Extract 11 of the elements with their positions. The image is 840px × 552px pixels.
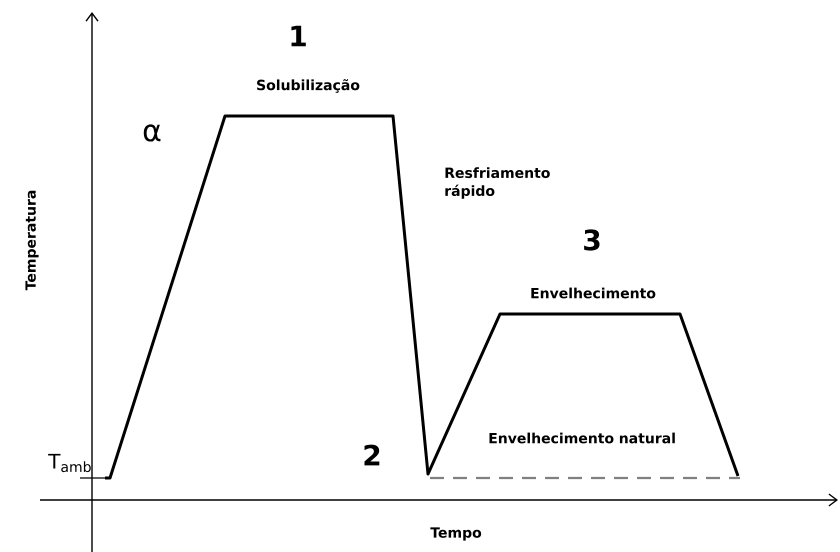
step-number: 1 bbox=[291, 26, 306, 46]
axis-title: Temperatura bbox=[25, 190, 39, 290]
temperature-label: T$_{amb}$ bbox=[48, 454, 91, 472]
axis-title: Tempo bbox=[430, 527, 482, 541]
stage-label: Resfriamento rápido bbox=[445, 167, 550, 199]
step-number: 2 bbox=[364, 444, 380, 466]
alpha-symbol: α bbox=[144, 124, 160, 142]
stage-label: Solubilização bbox=[257, 79, 360, 93]
stage-label: Envelhecimento bbox=[531, 288, 656, 298]
stage-label: Envelhecimento natural bbox=[490, 432, 675, 444]
step-number: 3 bbox=[584, 229, 600, 251]
